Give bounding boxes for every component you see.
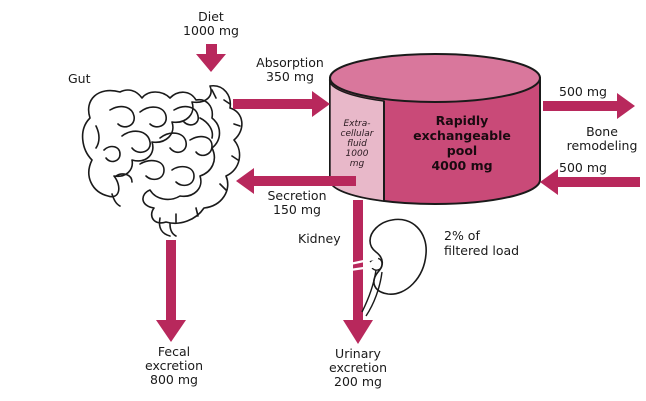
svg-text:1000 mg: 1000 mg	[183, 23, 239, 38]
exchangeable-pool-cylinder	[328, 53, 541, 205]
urinary-excretion-arrow	[343, 200, 373, 344]
svg-text:Diet: Diet	[198, 9, 224, 24]
svg-text:cellular: cellular	[341, 129, 375, 139]
svg-text:exchangeable: exchangeable	[413, 128, 511, 143]
secretion-label: Secretion 150 mg	[268, 188, 327, 217]
svg-text:4000 mg: 4000 mg	[431, 158, 492, 173]
svg-text:350 mg: 350 mg	[266, 69, 314, 84]
exchangeable-pool-label: Rapidly exchangeable pool 4000 mg	[413, 113, 511, 173]
svg-text:1000: 1000	[346, 149, 369, 159]
bone-resorption-arrow	[540, 169, 640, 195]
svg-text:excretion: excretion	[329, 360, 387, 375]
svg-text:fluid: fluid	[347, 139, 367, 149]
svg-text:remodeling: remodeling	[567, 138, 638, 153]
svg-text:200 mg: 200 mg	[334, 374, 382, 389]
svg-text:filtered load: filtered load	[444, 243, 519, 258]
filtered-load-label: 2% of filtered load	[444, 228, 519, 258]
kidney-icon	[349, 218, 427, 317]
svg-text:Extra-: Extra-	[343, 119, 370, 129]
fecal-excretion-arrow	[156, 240, 186, 342]
bone-deposition-arrow	[543, 93, 635, 119]
diet-intake-arrow	[196, 44, 226, 72]
gut-icon	[81, 85, 243, 237]
fecal-excretion-label: Fecal excretion 800 mg	[145, 344, 203, 387]
bone-out-amount: 500 mg	[559, 84, 607, 99]
svg-text:2% of: 2% of	[444, 228, 480, 243]
svg-text:mg: mg	[350, 159, 365, 169]
bone-in-amount: 500 mg	[559, 160, 607, 175]
svg-text:pool: pool	[447, 143, 477, 158]
svg-text:Rapidly: Rapidly	[436, 113, 489, 128]
svg-text:800 mg: 800 mg	[150, 372, 198, 387]
svg-text:150 mg: 150 mg	[273, 202, 321, 217]
secretion-arrow	[236, 168, 356, 194]
svg-text:Fecal: Fecal	[158, 344, 190, 359]
extracellular-fluid-label: Extra- cellular fluid 1000 mg	[341, 119, 375, 169]
urinary-excretion-label: Urinary excretion 200 mg	[329, 346, 387, 389]
svg-text:Secretion: Secretion	[268, 188, 327, 203]
svg-text:Urinary: Urinary	[335, 346, 381, 361]
bone-remodeling-label: Bone remodeling	[567, 124, 638, 153]
svg-text:Bone: Bone	[586, 124, 618, 139]
gut-label: Gut	[68, 71, 91, 86]
svg-text:excretion: excretion	[145, 358, 203, 373]
absorption-label: Absorption 350 mg	[256, 55, 324, 84]
svg-text:Absorption: Absorption	[256, 55, 324, 70]
kidney-label: Kidney	[298, 231, 341, 246]
absorption-arrow	[233, 91, 330, 117]
diet-label: Diet 1000 mg	[183, 9, 239, 38]
arrows	[156, 44, 640, 344]
